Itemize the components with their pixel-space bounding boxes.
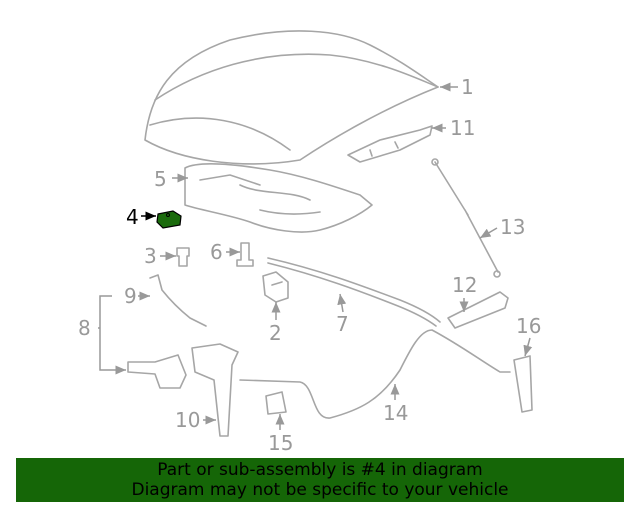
label-13: 13 [500, 215, 525, 239]
label-4[interactable]: 4 [126, 205, 139, 229]
part-4-highlighted[interactable] [156, 210, 182, 229]
part-8[interactable] [127, 354, 187, 389]
part-hood-insulator[interactable] [184, 163, 373, 233]
part-11[interactable] [347, 125, 433, 163]
part-12[interactable] [447, 291, 509, 329]
banner-line-1: Part or sub-assembly is #4 in diagram [157, 460, 483, 480]
part-16[interactable] [513, 355, 533, 413]
label-12: 12 [452, 273, 477, 297]
part-2[interactable] [262, 271, 289, 303]
label-15: 15 [268, 431, 293, 455]
label-2: 2 [269, 321, 282, 345]
label-10: 10 [175, 408, 200, 432]
label-14: 14 [383, 401, 408, 425]
part-10[interactable] [191, 343, 239, 437]
part-6[interactable] [236, 242, 254, 267]
part-15[interactable] [265, 391, 287, 415]
label-6: 6 [210, 240, 223, 264]
part-hood-strut[interactable] [431, 158, 501, 278]
part-hood[interactable] [144, 30, 439, 165]
diagram-notice-banner: Part or sub-assembly is #4 in diagram Di… [16, 458, 624, 502]
label-8: 8 [78, 316, 91, 340]
label-3: 3 [144, 244, 157, 268]
label-7: 7 [336, 312, 349, 336]
part-3[interactable] [176, 247, 190, 267]
part-14-cable[interactable] [239, 329, 511, 419]
part-9[interactable] [149, 274, 207, 327]
label-9: 9 [124, 284, 137, 308]
label-16: 16 [516, 314, 541, 338]
leader-lines [98, 82, 533, 430]
label-5: 5 [154, 167, 167, 191]
banner-line-2: Diagram may not be specific to your vehi… [131, 480, 509, 500]
label-11: 11 [450, 116, 475, 140]
label-1: 1 [461, 75, 474, 99]
part-7-weatherstrip[interactable] [267, 257, 441, 327]
